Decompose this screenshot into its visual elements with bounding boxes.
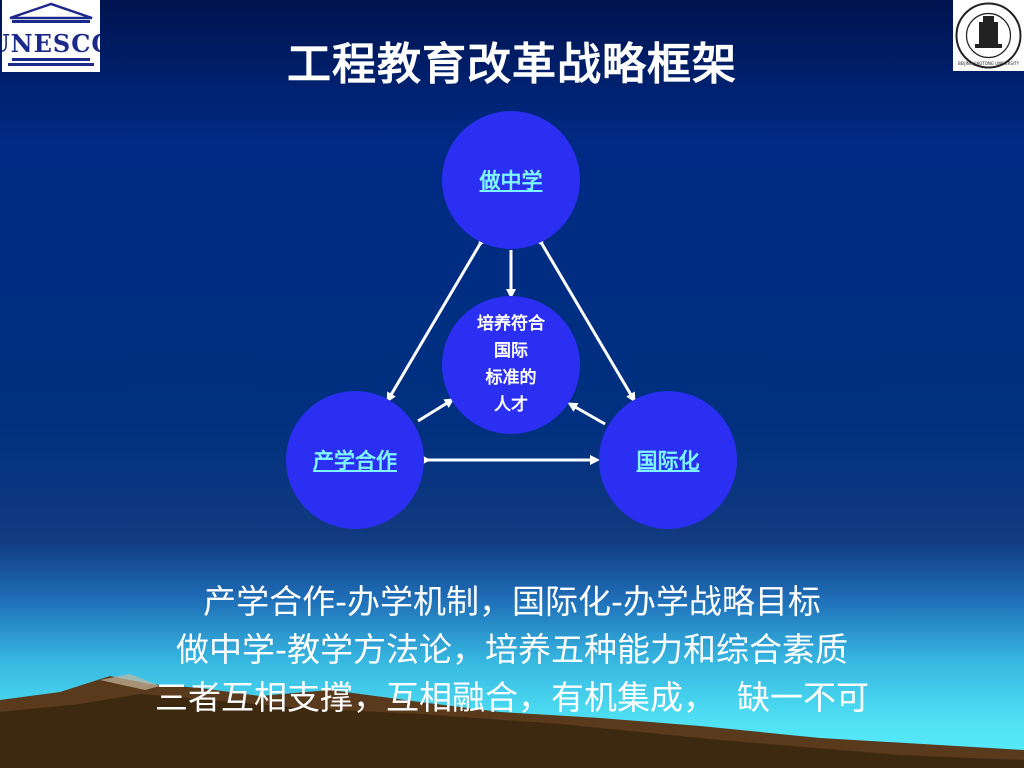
- summary-line-3: 三者互相支撑，互相融合，有机集成， 缺一不可: [155, 678, 869, 717]
- unesco-logo: UNESCO: [0, 0, 112, 72]
- node-learning-by-doing-label[interactable]: 做中学: [479, 169, 543, 193]
- node-center-goal: 培养符合 国际 标准的 人才: [442, 296, 580, 434]
- node-industry-cooperation[interactable]: 产学合作: [286, 391, 424, 529]
- slide-title: 工程教育改革战略框架: [287, 39, 737, 90]
- seal-text: BEIJING JIAOTONG UNIVERSITY: [958, 61, 1020, 66]
- node-industry-cooperation-label[interactable]: 产学合作: [313, 449, 397, 473]
- node-internationalization[interactable]: 国际化: [599, 391, 737, 529]
- arrow-top-right: [534, 235, 636, 403]
- summary-line-1: 产学合作-办学机制，国际化-办学战略目标: [203, 582, 821, 621]
- university-seal-logo: BEIJING JIAOTONG UNIVERSITY: [953, 0, 1024, 71]
- arrow-right-center: [567, 402, 606, 426]
- unesco-logo-text: UNESCO: [2, 29, 100, 58]
- arrow-top-left: [386, 235, 488, 403]
- summary-line-2: 做中学-教学方法论，培养五种能力和综合素质: [176, 630, 848, 669]
- arrow-left-center: [417, 398, 455, 423]
- node-center-goal-label: 培养符合 国际 标准的 人才: [477, 314, 545, 415]
- summary-text: 产学合作-办学机制，国际化-办学战略目标 做中学-教学方法论，培养五种能力和综合…: [0, 578, 1024, 722]
- node-internationalization-label[interactable]: 国际化: [636, 449, 700, 473]
- node-learning-by-doing[interactable]: 做中学: [442, 111, 580, 249]
